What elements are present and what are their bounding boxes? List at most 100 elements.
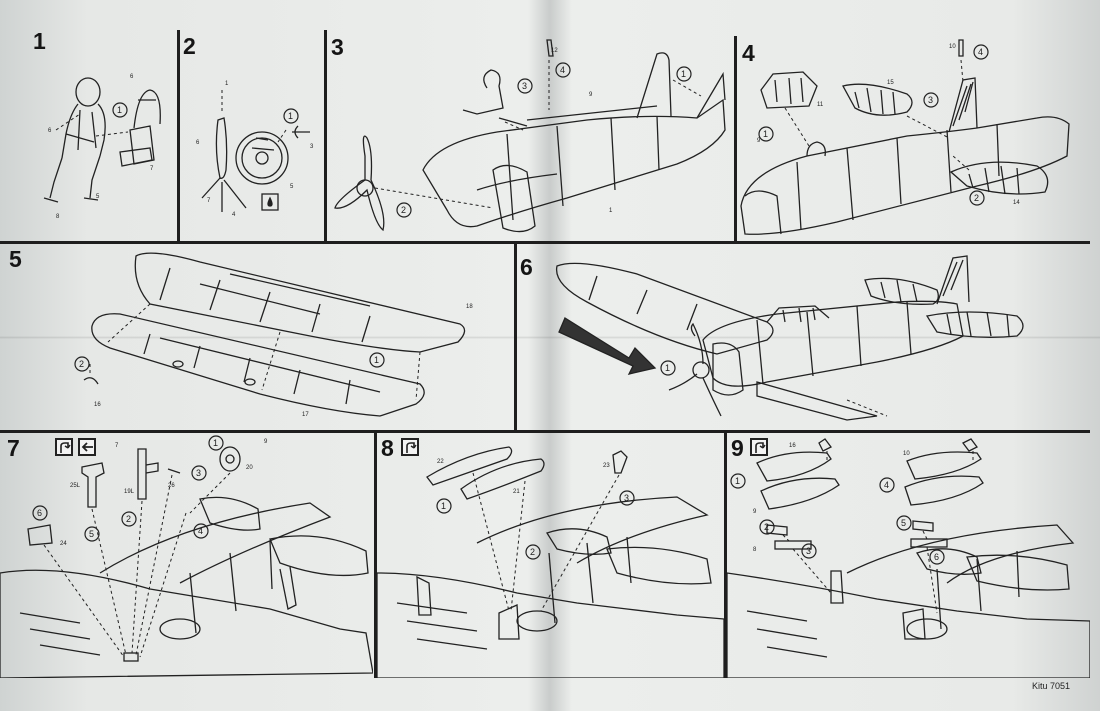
callout-1: 1 [213, 438, 218, 448]
part-number: 9 [757, 138, 761, 144]
gear-door-drawing: 1 2 3 22 21 23 [377, 446, 724, 678]
divider-mid [514, 244, 517, 430]
part-number: 22 [437, 459, 444, 465]
part-number: 8 [753, 547, 757, 553]
step-number-9: 9 [731, 435, 744, 461]
part-number: 7 [150, 166, 154, 172]
callout-5: 5 [901, 518, 906, 528]
callout-4: 4 [198, 526, 203, 536]
step-number-3: 3 [331, 34, 344, 60]
part-number: 25L [70, 483, 81, 489]
glue-icon [55, 438, 73, 456]
callout-3: 3 [806, 546, 811, 556]
part-number: 21 [513, 489, 520, 495]
arrow-left-icon [78, 438, 96, 456]
callout-3: 3 [522, 81, 527, 91]
part-number: 10 [949, 44, 956, 50]
step-number-8: 8 [381, 435, 394, 461]
divider-bottom-1 [374, 433, 377, 678]
part-number: 6 [48, 128, 52, 134]
sheet-fold [0, 336, 1100, 339]
part-number: 9 [264, 439, 268, 445]
callout-2: 2 [974, 193, 979, 203]
step-3-panel: 1 2 3 4 12 9 1 [327, 30, 733, 240]
part-number: 24 [60, 541, 67, 547]
callout-2: 2 [401, 205, 406, 215]
part-number: 1 [609, 208, 613, 214]
callout-6: 6 [37, 508, 42, 518]
part-number: 23 [603, 463, 610, 469]
step-number-7: 7 [7, 435, 20, 461]
glue-icon [750, 438, 768, 456]
callout-1: 1 [665, 363, 670, 373]
step-4-panel: 4 3 1 2 10 15 11 9 14 [737, 36, 1090, 240]
part-number: 15 [887, 80, 894, 86]
part-number: 8 [56, 214, 60, 220]
callout-1: 1 [441, 501, 446, 511]
callout-4: 4 [978, 47, 983, 57]
step-number-2: 2 [183, 33, 196, 59]
step-number-1: 1 [33, 28, 46, 54]
callout-1: 1 [374, 355, 379, 365]
part-number: 26 [168, 483, 175, 489]
divider-top-3 [734, 36, 737, 242]
divider-bottom-2 [724, 433, 727, 678]
part-number: 18 [466, 304, 473, 310]
callout-3: 3 [624, 493, 629, 503]
callout-6: 6 [934, 552, 939, 562]
callout-1: 1 [288, 111, 293, 121]
part-number: 3 [310, 144, 314, 150]
part-number: 16 [789, 443, 796, 449]
callout-5: 5 [89, 529, 94, 539]
fuselage-wing-joining-drawing: 1 [555, 255, 1024, 421]
part-number: 12 [551, 48, 558, 54]
step-1-panel: 1 6 7 5 6 8 [0, 30, 176, 240]
callout-2: 2 [79, 359, 84, 369]
part-number: 17 [302, 412, 309, 418]
step-7-panel: 1 2 3 4 5 6 7 9 20 25L 19L 26 24 [0, 433, 373, 678]
part-number: 6 [130, 74, 134, 80]
fuselage-assembly-drawing: 1 2 3 4 12 9 1 [334, 39, 726, 233]
step-2-panel: 1 1 6 7 4 3 5 [180, 30, 324, 240]
pilot-head-shape [75, 77, 101, 107]
sheet-code: Kitu 7051 [1032, 681, 1071, 691]
drop-tank-drawing: 1 2 3 4 5 6 16 10 9 8 [727, 438, 1090, 678]
divider-row-1 [0, 241, 1090, 244]
step-8-panel: 1 2 3 22 21 23 [377, 433, 724, 678]
part-number: 7 [207, 198, 211, 204]
step-number-5: 5 [9, 246, 22, 272]
divider-top-2 [324, 30, 327, 242]
callout-1: 1 [763, 129, 768, 139]
wing-assembly-drawing: 2 1 18 16 17 [74, 252, 473, 418]
part-number: 10 [903, 451, 910, 457]
part-number: 9 [589, 92, 593, 98]
divider-row-2 [0, 430, 1090, 433]
part-number: 5 [96, 194, 100, 200]
glue-icon [401, 438, 419, 456]
callout-3: 3 [928, 95, 933, 105]
callout-1: 1 [735, 476, 740, 486]
step-9-panel: 1 2 3 4 5 6 16 10 9 8 [727, 433, 1090, 678]
part-number: 20 [246, 465, 253, 471]
callout-3: 3 [196, 468, 201, 478]
part-number: 11 [817, 102, 824, 108]
callout-1: 1 [681, 69, 686, 79]
callout-2: 2 [530, 547, 535, 557]
pilot-seat-drawing: 1 6 7 5 6 8 [43, 74, 161, 220]
callout-2: 2 [764, 522, 769, 532]
part-number: 16 [94, 402, 101, 408]
callout-4: 4 [884, 480, 889, 490]
part-number: 7 [115, 443, 119, 449]
step-6-panel: 1 [517, 244, 1090, 430]
callout-4: 4 [560, 65, 565, 75]
landing-gear-left-drawing: 1 2 3 4 5 6 7 9 20 25L 19L 26 24 [0, 435, 373, 678]
callout-1: 1 [117, 105, 122, 115]
part-number: 6 [196, 140, 200, 146]
propeller-wheel-drawing: 1 1 6 7 4 3 5 [196, 81, 314, 218]
part-number: 5 [290, 184, 294, 190]
tailplane-canopy-drawing: 4 3 1 2 10 15 11 9 14 [740, 39, 1070, 235]
part-number: 1 [225, 81, 229, 87]
step-number-6: 6 [520, 254, 533, 280]
callout-2: 2 [126, 514, 131, 524]
